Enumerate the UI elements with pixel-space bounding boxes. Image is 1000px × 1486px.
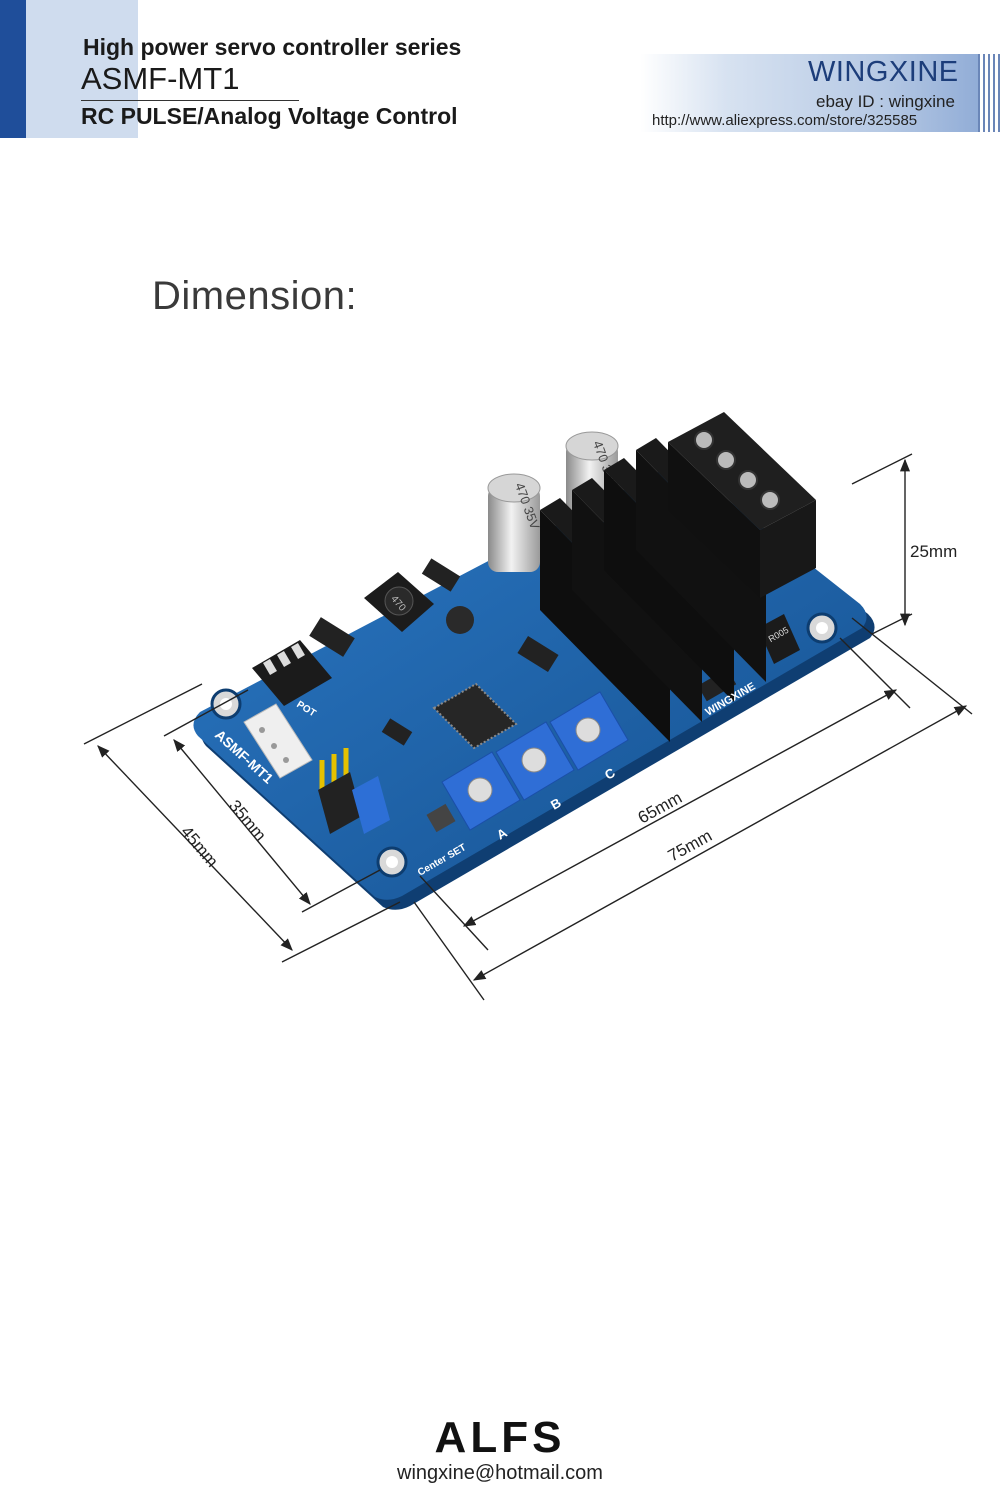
header-banner: High power servo controller series ASMF-…: [0, 0, 1000, 140]
pin-header: [318, 748, 390, 834]
store-url: http://www.aliexpress.com/store/325585: [652, 112, 918, 129]
footer-email: wingxine@hotmail.com: [397, 1462, 603, 1484]
footer-brand: ALFS: [434, 1413, 566, 1462]
title-divider: [81, 100, 299, 101]
capacitor-1: 470 35V: [487, 473, 543, 572]
inductor: 470: [364, 572, 434, 632]
page-title: Dimension:: [152, 274, 358, 318]
brand-banner: [640, 54, 985, 132]
shunt-resistor: R005: [758, 614, 800, 664]
length-inner-label: 65mm: [635, 788, 686, 828]
brand-name: WINGXINE: [808, 56, 959, 88]
brand-banner-bars: [978, 54, 1000, 132]
model-title: ASMF-MT1: [81, 61, 240, 96]
dip-switch: [252, 640, 332, 706]
terminal-block: [668, 412, 816, 598]
header-stripe: [0, 0, 26, 138]
control-subtitle: RC PULSE/Analog Voltage Control: [81, 103, 458, 129]
width-inner-label: 35mm: [225, 796, 270, 844]
header-stripe-light: [26, 0, 138, 138]
series-title: High power servo controller series: [83, 34, 462, 60]
ebay-id: ebay ID : wingxine: [816, 92, 955, 111]
mounting-holes: [210, 612, 838, 878]
height-label: 25mm: [910, 542, 957, 561]
dimension-lines: [83, 453, 973, 1001]
width-outer-label: 45mm: [177, 822, 222, 870]
